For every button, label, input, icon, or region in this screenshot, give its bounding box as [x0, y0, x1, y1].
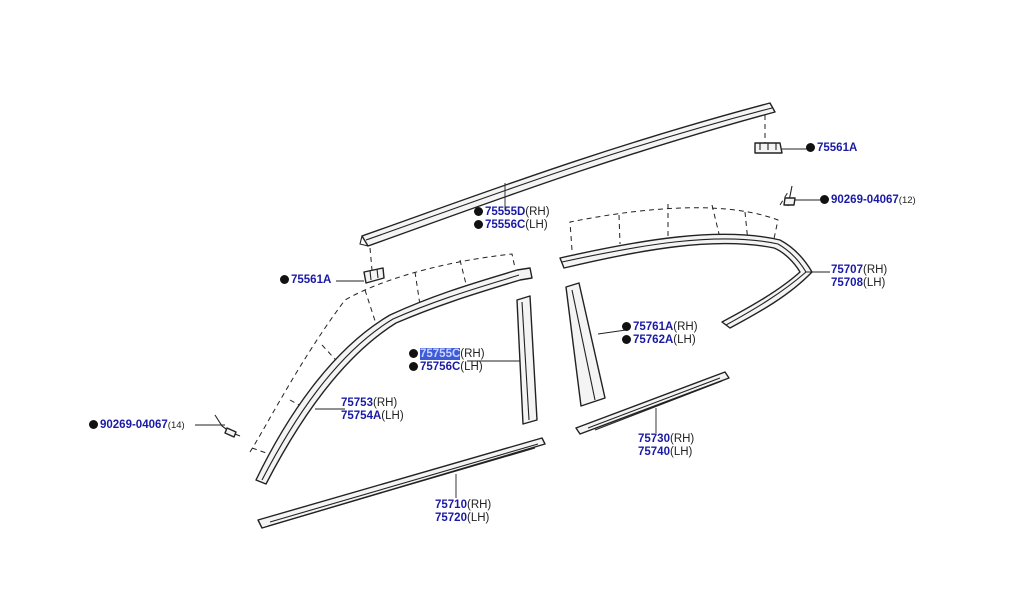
side-suffix-lh: (LH)	[673, 334, 696, 346]
label-front-pillar[interactable]: 75755C(RH) 75756C(LH)	[409, 348, 485, 374]
side-suffix-rh: (RH)	[466, 499, 492, 511]
side-suffix-lh: (LH)	[669, 446, 693, 458]
side-suffix-rh: (RH)	[669, 433, 695, 445]
callout-dot	[806, 143, 815, 152]
part-number-rh[interactable]: 75555D	[485, 206, 526, 218]
callout-dot	[89, 420, 98, 429]
part-number-rh[interactable]: 75730	[638, 433, 670, 445]
roof-clip-right-part[interactable]	[754, 142, 783, 154]
label-roof-clip-right[interactable]: 75561A	[806, 142, 857, 155]
callout-dot	[622, 335, 631, 344]
rear-window-outline	[569, 191, 789, 251]
callout-dot	[474, 207, 483, 216]
label-rear-frame[interactable]: 75707(RH) 75708(LH)	[831, 264, 887, 290]
label-front-frame[interactable]: 75753(RH) 75754A(LH)	[341, 397, 404, 423]
rear-frame-part[interactable]	[559, 233, 813, 329]
label-clip-right[interactable]: 90269-04067(12)	[820, 194, 916, 207]
part-number-rh-selected[interactable]: 75755C	[420, 348, 461, 360]
side-suffix-lh: (LH)	[466, 512, 490, 524]
side-suffix-rh: (RH)	[372, 397, 398, 409]
rear-pillar-leader	[597, 329, 627, 335]
callout-dot	[820, 195, 829, 204]
front-pillar-part[interactable]	[516, 295, 538, 425]
label-rear-belt[interactable]: 75730(RH) 75740(LH)	[638, 433, 694, 459]
label-front-belt[interactable]: 75710(RH) 75720(LH)	[435, 499, 491, 525]
part-number-lh[interactable]: 75556C	[485, 219, 526, 231]
part-number-rh[interactable]: 75707	[831, 264, 863, 276]
part-number[interactable]: 90269-04067	[831, 194, 899, 206]
side-suffix-lh: (LH)	[862, 277, 886, 289]
callout-dot	[280, 275, 289, 284]
callout-dot	[622, 322, 631, 331]
side-suffix-lh: (LH)	[525, 219, 548, 231]
clip-right-part[interactable]	[783, 185, 796, 207]
quantity: (12)	[898, 195, 916, 206]
part-number[interactable]: 75561A	[291, 274, 332, 286]
label-clip-left[interactable]: 90269-04067(14)	[89, 419, 185, 432]
part-number-lh[interactable]: 75762A	[633, 334, 674, 346]
part-number-rh[interactable]: 75761A	[633, 321, 674, 333]
side-suffix-lh: (LH)	[381, 410, 404, 422]
quantity: (14)	[167, 420, 185, 431]
side-suffix-lh: (LH)	[460, 361, 483, 373]
part-number-lh[interactable]: 75756C	[420, 361, 461, 373]
part-number-rh[interactable]: 75753	[341, 397, 373, 409]
clip-left-part[interactable]	[214, 414, 241, 438]
side-suffix-rh: (RH)	[673, 321, 698, 333]
front-frame-part[interactable]	[255, 267, 533, 485]
roof-clip-left-dash	[369, 247, 373, 271]
part-number-rh[interactable]: 75710	[435, 499, 467, 511]
callout-dot	[409, 362, 418, 371]
label-roof-molding[interactable]: 75555D(RH) 75556C(LH)	[474, 206, 550, 232]
roof-clip-left-part[interactable]	[363, 267, 385, 284]
callout-dot	[474, 220, 483, 229]
side-suffix-rh: (RH)	[460, 348, 485, 360]
part-number-lh[interactable]: 75754A	[341, 410, 382, 422]
part-number-lh[interactable]: 75708	[831, 277, 863, 289]
side-suffix-rh: (RH)	[862, 264, 888, 276]
rear-belt-part[interactable]	[575, 371, 730, 435]
label-rear-pillar[interactable]: 75761A(RH) 75762A(LH)	[622, 321, 698, 347]
part-number-lh[interactable]: 75720	[435, 512, 467, 524]
part-number[interactable]: 90269-04067	[100, 419, 168, 431]
part-number-lh[interactable]: 75740	[638, 446, 670, 458]
part-number[interactable]: 75561A	[817, 142, 858, 154]
label-roof-clip-left[interactable]: 75561A	[280, 274, 331, 287]
front-belt-part[interactable]	[257, 437, 546, 529]
callout-dot	[409, 349, 418, 358]
rear-pillar-part[interactable]	[565, 282, 606, 407]
side-suffix-rh: (RH)	[525, 206, 550, 218]
roof-molding-part[interactable]	[359, 102, 776, 247]
